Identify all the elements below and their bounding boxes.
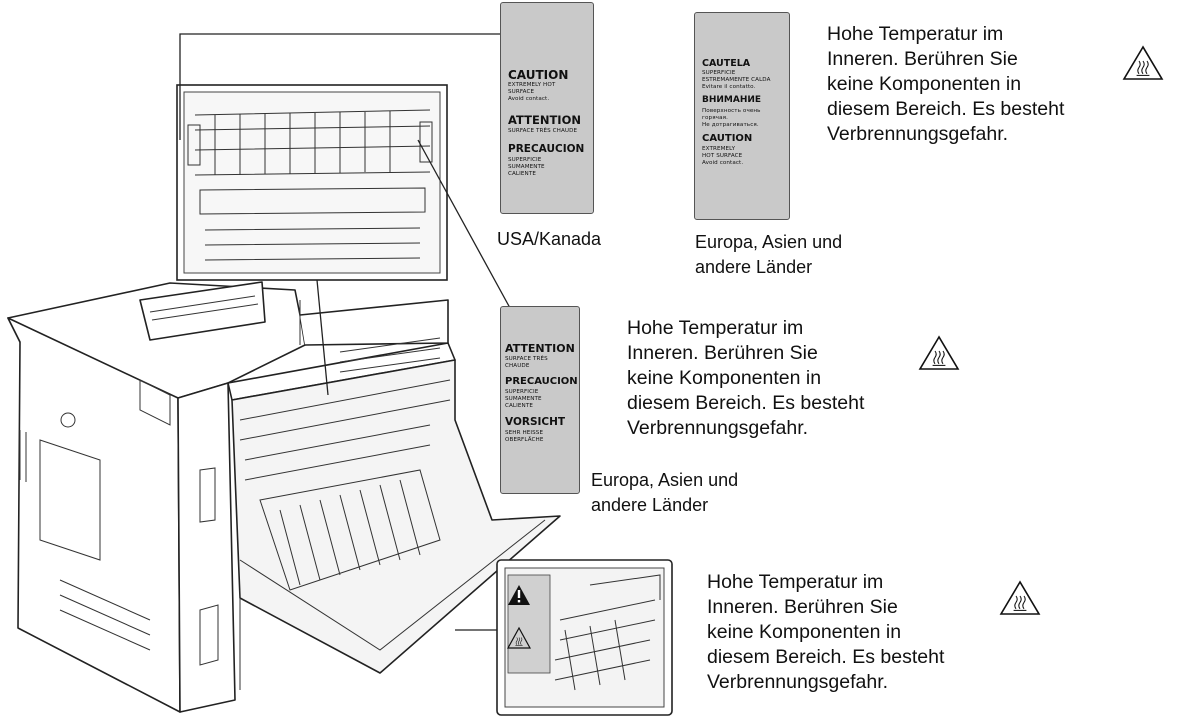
- usa-warning-label: CAUTION EXTREMELY HOT SURFACE Avoid cont…: [500, 2, 594, 214]
- heat-warning-text-1: Hohe Temperatur im Inneren. Berühren Sie…: [827, 23, 1065, 145]
- usa-label-precaucion: PRECAUCION: [508, 143, 585, 155]
- feed-inset: [496, 559, 673, 716]
- heat-warning-text-3: Hohe Temperatur im Inneren. Berühren Sie…: [707, 571, 945, 693]
- europe-label-cautela: CAUTELA: [702, 58, 751, 69]
- fuser-label-vorsicht: VORSICHT: [505, 416, 566, 428]
- europe-warning-label: CAUTELA SUPERFICIE ESTREMAMENTE CALDA Ev…: [694, 12, 790, 220]
- caption-europe-asia-2: Europa, Asien und andere Länder: [591, 470, 739, 515]
- printer-details: [19, 295, 546, 690]
- usa-label-caution: CAUTION: [508, 68, 569, 82]
- printer-body: [7, 281, 561, 713]
- fuser-warning-label: ATTENTION SURFACE TRÈS CHAUDE PRECAUCION…: [500, 306, 580, 494]
- fuser-label-attention: ATTENTION: [505, 342, 575, 355]
- caption-europe-asia: Europa, Asien und andere Länder: [695, 232, 843, 277]
- caption-usa-canada: USA/Kanada: [497, 229, 602, 249]
- europe-label-vnimanie: ВНИМАНИЕ: [702, 95, 762, 105]
- fuser-label-precaucion: PRECAUCION: [505, 376, 578, 387]
- europe-label-caution: CAUTION: [702, 133, 753, 144]
- usa-label-attention: ATTENTION: [508, 113, 581, 127]
- heat-warning-text-2: Hohe Temperatur im Inneren. Berühren Sie…: [627, 317, 865, 439]
- fuser-inset: [176, 84, 448, 281]
